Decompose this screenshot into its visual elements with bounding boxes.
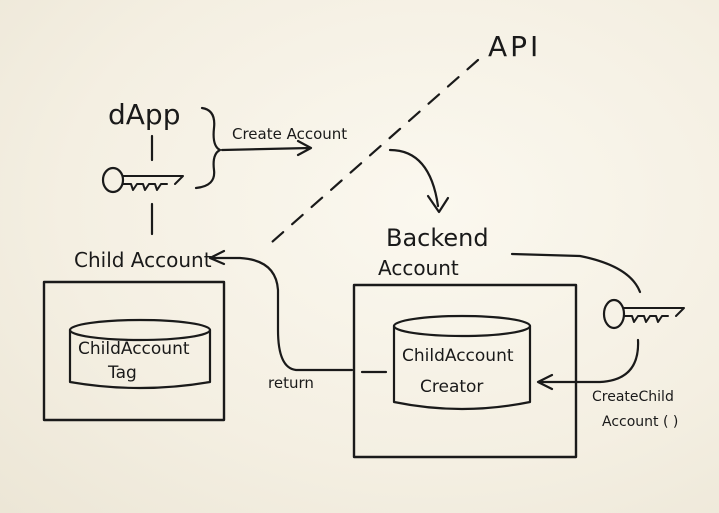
return-label: return [268,374,314,392]
create-account-label: Create Account [232,125,347,143]
brace [194,106,222,190]
account-label: Account [378,256,459,280]
child-account-tag-database [68,318,212,390]
backend-account-box [352,283,578,459]
child-account-creator-database [392,314,532,411]
creator-label-line1: ChildAccount [402,346,514,366]
dapp-label: dApp [108,98,180,131]
api-label: API [488,30,541,63]
to-backend-arrow [388,148,450,214]
tag-label-line1: ChildAccount [78,339,190,359]
api-boundary-line [270,58,480,244]
key-icon [101,166,184,194]
create-child-label-line1: CreateChild [592,389,674,405]
tag-label-line2: Tag [107,363,137,383]
creator-label-line2: Creator [420,377,483,397]
child-account-label: Child Account [74,248,212,272]
create-child-arrow [536,338,640,391]
backend-label: Backend [386,224,489,252]
key-icon [602,298,685,330]
child-account-box [42,280,226,422]
backend-key-line [510,252,642,294]
create-account-arrow [220,139,313,157]
return-arrow [208,249,354,372]
create-child-label-line2: Account ( ) [602,414,678,430]
